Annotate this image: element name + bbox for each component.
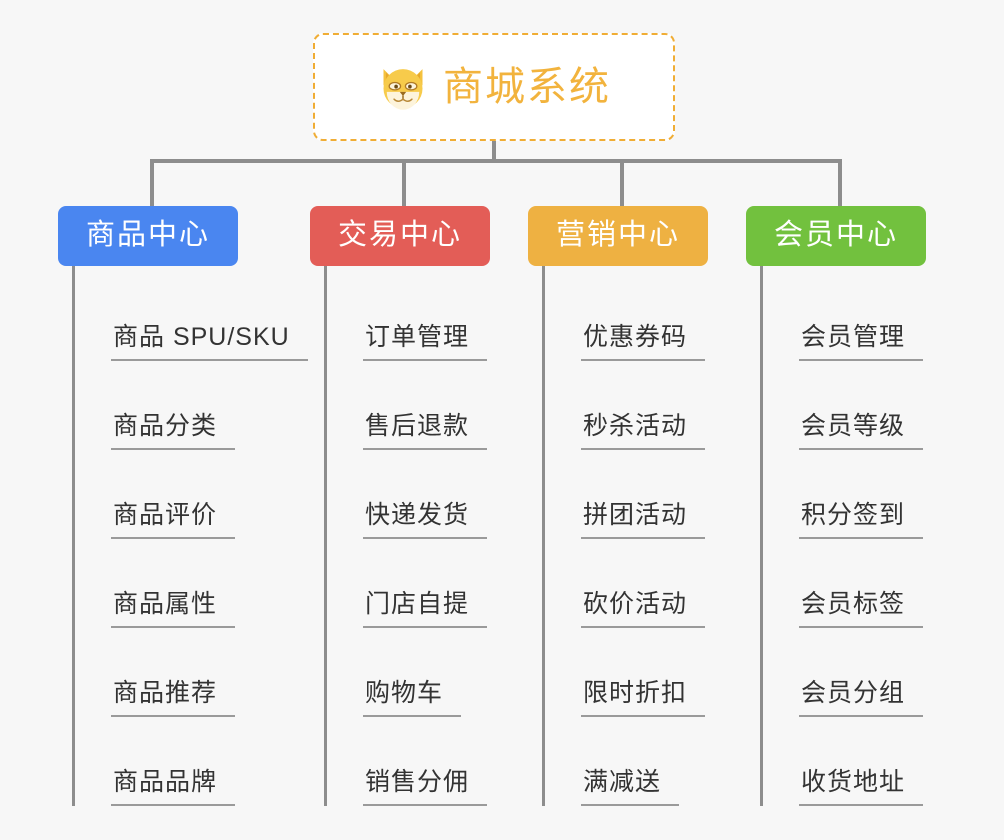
list-item-label: 商品 SPU/SKU	[111, 322, 308, 361]
branch-header-4[interactable]: 会员中心	[746, 206, 927, 266]
branch-marketing-center: 营销中心 优惠券码 秒杀活动 拼团活动 砍价活动 限时折扣 满减送	[528, 206, 709, 806]
branch-member-center: 会员中心 会员管理 会员等级 积分签到 会员标签 会员分组 收货地址	[746, 206, 927, 806]
branch-header-2[interactable]: 交易中心	[310, 206, 491, 266]
branch-children-3: 优惠券码 秒杀活动 拼团活动 砍价活动 限时折扣 满减送	[542, 265, 708, 806]
list-item-label: 购物车	[363, 678, 462, 717]
list-item[interactable]: 商品属性	[75, 539, 308, 628]
list-item-label: 商品评价	[111, 500, 236, 539]
list-item-label: 会员标签	[799, 589, 924, 628]
root-node[interactable]: 商城系统	[313, 33, 675, 141]
list-item-label: 优惠券码	[581, 322, 706, 361]
root-title: 商城系统	[443, 65, 611, 109]
branch-header-3[interactable]: 营销中心	[528, 206, 709, 266]
list-item[interactable]: 限时折扣	[545, 628, 708, 717]
list-item[interactable]: 快递发货	[327, 450, 490, 539]
list-item[interactable]: 秒杀活动	[545, 361, 708, 450]
list-item-label: 秒杀活动	[581, 411, 706, 450]
connector-root-stem	[492, 141, 496, 162]
branch-children-1: 商品 SPU/SKU 商品分类 商品评价 商品属性 商品推荐 商品品牌	[72, 265, 308, 806]
list-item-label: 满减送	[581, 767, 680, 806]
list-item-label: 会员等级	[799, 411, 924, 450]
list-item[interactable]: 商品推荐	[75, 628, 308, 717]
list-item-label: 积分签到	[799, 500, 924, 539]
list-item-label: 会员分组	[799, 678, 924, 717]
list-item-label: 拼团活动	[581, 500, 706, 539]
branch-children-2: 订单管理 售后退款 快递发货 门店自提 购物车 销售分佣	[324, 265, 490, 806]
list-item[interactable]: 销售分佣	[327, 717, 490, 806]
list-item[interactable]: 积分签到	[763, 450, 926, 539]
connector-bus	[150, 159, 840, 163]
list-item-label: 砍价活动	[581, 589, 706, 628]
list-item-label: 售后退款	[363, 411, 488, 450]
list-item-label: 门店自提	[363, 589, 488, 628]
list-item-label: 销售分佣	[363, 767, 488, 806]
connector-drop-3	[620, 159, 624, 207]
list-item[interactable]: 会员分组	[763, 628, 926, 717]
connector-drop-2	[402, 159, 406, 207]
list-item-label: 收货地址	[799, 767, 924, 806]
list-item[interactable]: 订单管理	[327, 272, 490, 361]
list-item[interactable]: 拼团活动	[545, 450, 708, 539]
list-item[interactable]: 购物车	[327, 628, 490, 717]
branch-product-center: 商品中心 商品 SPU/SKU 商品分类 商品评价 商品属性 商品推荐 商品品牌	[58, 206, 308, 806]
list-item[interactable]: 满减送	[545, 717, 708, 806]
list-item[interactable]: 售后退款	[327, 361, 490, 450]
list-item[interactable]: 优惠券码	[545, 272, 708, 361]
list-item[interactable]: 商品 SPU/SKU	[75, 272, 308, 361]
list-item-label: 商品分类	[111, 411, 236, 450]
list-item[interactable]: 门店自提	[327, 539, 490, 628]
list-item-label: 快递发货	[363, 500, 488, 539]
list-item[interactable]: 会员等级	[763, 361, 926, 450]
list-item-label: 订单管理	[363, 322, 488, 361]
branch-children-4: 会员管理 会员等级 积分签到 会员标签 会员分组 收货地址	[760, 265, 926, 806]
list-item-label: 商品属性	[111, 589, 236, 628]
list-item[interactable]: 会员管理	[763, 272, 926, 361]
list-item[interactable]: 砍价活动	[545, 539, 708, 628]
list-item[interactable]: 商品品牌	[75, 717, 308, 806]
list-item-label: 限时折扣	[581, 678, 706, 717]
list-item[interactable]: 商品评价	[75, 450, 308, 539]
connector-drop-4	[838, 159, 842, 207]
connector-drop-1	[150, 159, 154, 207]
list-item[interactable]: 收货地址	[763, 717, 926, 806]
shiba-dog-face-icon	[383, 69, 423, 110]
branch-header-1[interactable]: 商品中心	[58, 206, 239, 266]
branch-trade-center: 交易中心 订单管理 售后退款 快递发货 门店自提 购物车 销售分佣	[310, 206, 491, 806]
list-item-label: 会员管理	[799, 322, 924, 361]
list-item[interactable]: 会员标签	[763, 539, 926, 628]
list-item-label: 商品品牌	[111, 767, 236, 806]
list-item-label: 商品推荐	[111, 678, 236, 717]
list-item[interactable]: 商品分类	[75, 361, 308, 450]
